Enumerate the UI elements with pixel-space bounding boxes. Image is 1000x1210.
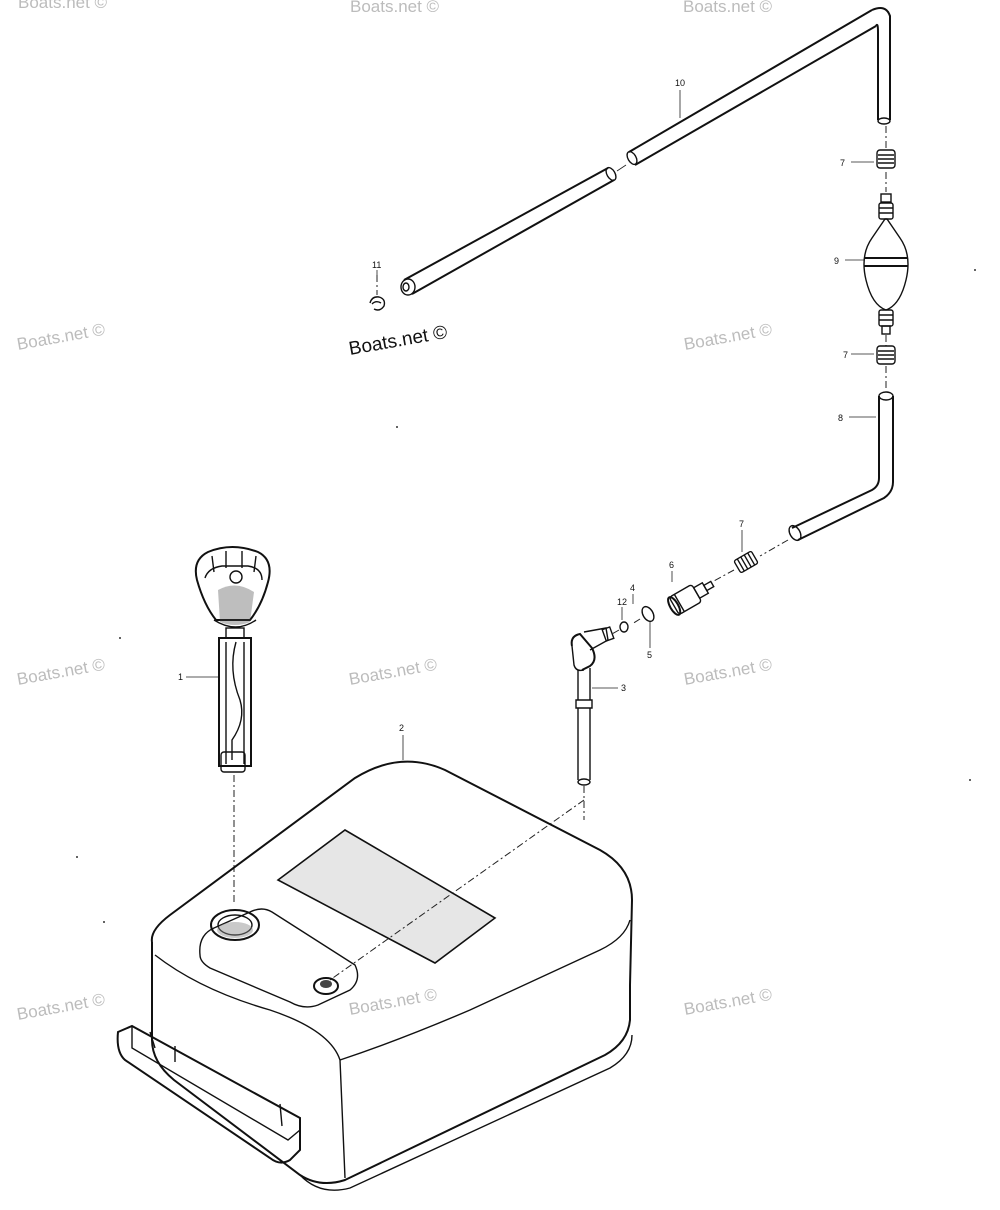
- callout-1: 1: [178, 672, 183, 682]
- callout-7: 7: [843, 350, 848, 360]
- callout-3: 3: [621, 683, 626, 693]
- part-10-fuel-hose[interactable]: [400, 7, 891, 296]
- callout-9: 9: [834, 256, 839, 266]
- callout-7: 7: [739, 519, 744, 529]
- part-5-o-ring[interactable]: [631, 605, 656, 625]
- callout-12: 12: [617, 597, 627, 607]
- callout-7: 7: [840, 158, 845, 168]
- callout-5: 5: [647, 650, 652, 660]
- part-8-bent-hose[interactable]: [759, 391, 894, 557]
- watermark: Boats.net ©: [683, 0, 773, 16]
- callout-4: 4: [630, 583, 635, 593]
- callout-6: 6: [669, 560, 674, 570]
- callout-11: 11: [372, 260, 381, 270]
- part-9-primer-bulb[interactable]: [863, 172, 909, 346]
- part-12-washer[interactable]: [611, 621, 629, 635]
- watermark: Boats.net ©: [682, 320, 773, 354]
- main-watermark: Boats.net ©: [347, 322, 449, 360]
- callout-10: 10: [675, 78, 685, 88]
- part-7-clamp-middle[interactable]: [876, 345, 896, 390]
- watermark: Boats.net ©: [350, 0, 440, 16]
- callout-2: 2: [399, 723, 404, 733]
- part-7-clamp-top[interactable]: [876, 126, 896, 169]
- part-7-spring-clamp[interactable]: [711, 550, 759, 583]
- specks: [76, 269, 976, 923]
- watermark: Boats.net ©: [18, 0, 108, 12]
- watermark: Boats.net ©: [347, 655, 438, 689]
- watermark: Boats.net ©: [682, 655, 773, 689]
- watermark: Boats.net ©: [15, 655, 106, 689]
- part-1-fuel-gauge[interactable]: [186, 546, 271, 905]
- callout-8: 8: [838, 413, 843, 423]
- part-6-connector[interactable]: [666, 575, 718, 616]
- watermark: Boats.net ©: [347, 985, 438, 1019]
- watermark: Boats.net ©: [15, 990, 106, 1024]
- part-2-fuel-tank[interactable]: [116, 735, 634, 1191]
- watermark: Boats.net ©: [682, 985, 773, 1019]
- part-11-clip[interactable]: [369, 275, 386, 311]
- callouts: 10 11 7 9 7 8 7 6 4 12 5 3 1 2: [178, 78, 848, 733]
- callout-leaders: [376, 90, 876, 689]
- watermark: Boats.net ©: [15, 320, 106, 354]
- part-3-pickup-tube[interactable]: [570, 626, 615, 820]
